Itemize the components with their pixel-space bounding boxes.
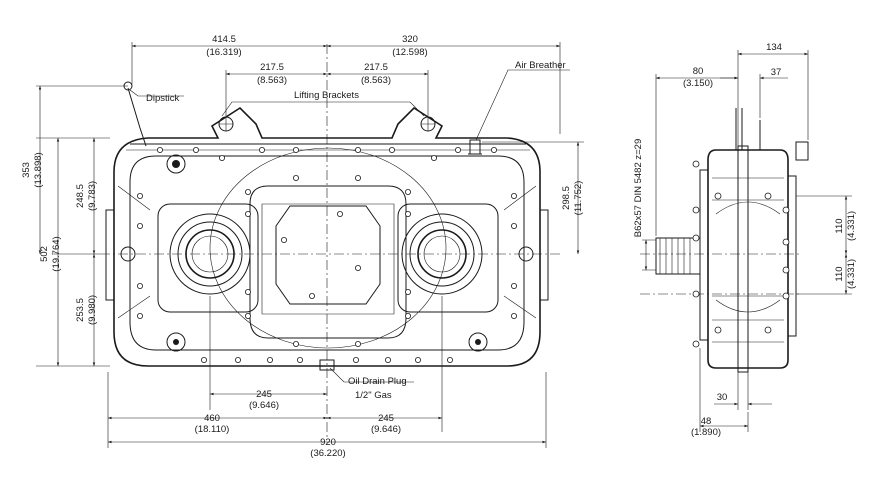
dim-110-upper-in: (4.331)	[846, 211, 857, 241]
label-oil-drain-plug: Oil Drain Plug	[348, 376, 407, 387]
dim-80-in: (3.150)	[683, 78, 713, 89]
dim-920-mm: 920	[320, 437, 336, 448]
dim-502-mm: 502	[39, 246, 50, 262]
label-dipstick: Dipstick	[146, 93, 180, 104]
dim-80-mm: 80	[693, 66, 704, 77]
label-oil-drain-size: 1/2" Gas	[355, 390, 392, 401]
air-breather	[469, 139, 481, 155]
label-lifting-brackets: Lifting Brackets	[294, 90, 359, 101]
dim-460-in: (18.110)	[195, 424, 230, 435]
oil-drain-plug	[319, 359, 335, 371]
dim-110-lower-in: (4.331)	[846, 259, 857, 289]
front-view	[100, 44, 560, 440]
left-bearing-chamber	[157, 203, 259, 313]
dim-920-in: (36.220)	[310, 448, 345, 459]
dim-248-in: (9.783)	[87, 181, 98, 211]
dim-414-in: (16.319)	[206, 47, 241, 58]
dim-460-mm: 460	[204, 413, 220, 424]
front-dimensions	[36, 42, 584, 448]
dim-320-in: (12.598)	[392, 47, 427, 58]
dim-320-mm: 320	[402, 34, 418, 45]
dim-245-lower-mm: 245	[378, 413, 394, 424]
side-view	[640, 108, 809, 373]
label-air-breather: Air Breather	[515, 60, 566, 71]
perimeter-bolts	[136, 146, 517, 363]
dim-245-lower-in: (9.646)	[371, 424, 401, 435]
dim-253-in: (9.980)	[87, 295, 98, 325]
dim-353-in: (13.898)	[33, 152, 44, 187]
dim-134-mm: 134	[766, 42, 782, 53]
dim-245-upper-in: (9.646)	[249, 400, 279, 411]
side-bolts	[692, 160, 790, 348]
side-housing-outline	[707, 149, 789, 369]
dim-298-mm: 298.5	[561, 186, 572, 210]
dim-248-mm: 248.5	[75, 184, 86, 208]
front-text: Dipstick Lifting Brackets Air Breather O…	[21, 34, 584, 459]
housing-inner-rim	[129, 155, 525, 351]
dim-217-left-mm: 217.5	[260, 62, 284, 73]
dim-110-lower-mm: 110	[834, 266, 845, 281]
dim-298-in: (11.752)	[573, 181, 584, 216]
dim-253-mm: 253.5	[75, 298, 86, 322]
dim-217-right-in: (8.563)	[361, 75, 391, 86]
dipstick-rod	[127, 87, 147, 147]
output-shaft	[655, 237, 701, 275]
housing-outline	[113, 106, 541, 367]
dim-502-in: (19.764)	[51, 236, 62, 271]
dim-37-mm: 37	[771, 67, 782, 78]
dim-48-mm: 48	[701, 416, 712, 427]
dim-110-upper-mm: 110	[834, 218, 845, 233]
center-cover	[249, 185, 407, 339]
dim-217-right-mm: 217.5	[364, 62, 388, 73]
dim-353-mm: 353	[21, 162, 32, 178]
side-dimensions	[642, 50, 852, 432]
side-text: 134 80 (3.150) 37 B62x57 DIN 5482 z=29 1…	[633, 42, 857, 438]
dim-48-in: (1.890)	[691, 427, 721, 438]
dim-217-left-in: (8.563)	[257, 75, 287, 86]
right-bearing-chamber	[397, 203, 499, 313]
inspection-cover	[275, 205, 381, 305]
shaft-spec: B62x57 DIN 5482 z=29	[633, 139, 644, 238]
dim-30-mm: 30	[717, 392, 728, 403]
dim-414-mm: 414.5	[212, 34, 236, 45]
dim-245-upper-mm: 245	[256, 389, 272, 400]
side-air-breather	[795, 141, 809, 161]
